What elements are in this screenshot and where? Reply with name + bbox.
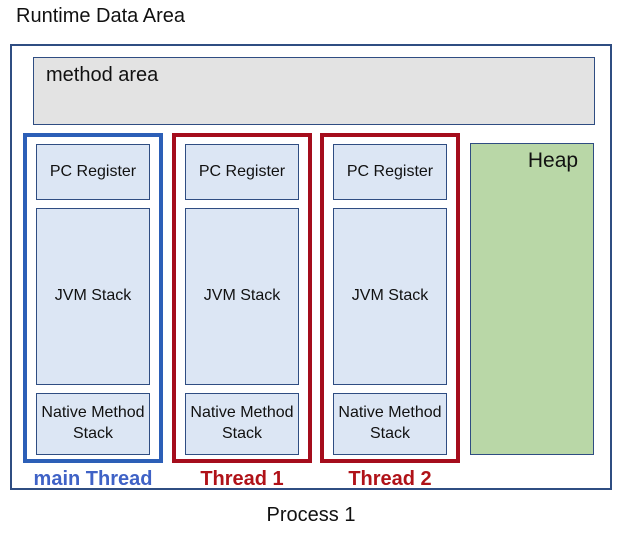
pc-register-label: PC Register	[49, 162, 137, 180]
pc-register-box: PC Register	[36, 144, 150, 200]
thread-1-label: Thread 1	[200, 468, 284, 490]
jvm-stack-box: JVM Stack	[36, 208, 150, 385]
thread-2-label: Thread 2	[348, 468, 432, 490]
pc-register-label: PC Register	[346, 162, 434, 180]
jvm-stack-label: JVM Stack	[203, 287, 281, 305]
native-method-stack-label: Native Method Stack	[41, 404, 145, 442]
thread-2-column: PC Register JVM Stack Native Method Stac…	[320, 133, 460, 463]
main-thread-column: PC Register JVM Stack Native Method Stac…	[23, 133, 163, 463]
pc-register-label: PC Register	[198, 162, 286, 180]
native-method-stack-box: Native Method Stack	[36, 393, 150, 455]
method-area-box: method area	[33, 57, 595, 125]
native-method-stack-box: Native Method Stack	[333, 393, 447, 455]
diagram-title: Runtime Data Area	[16, 5, 185, 27]
jvm-stack-label: JVM Stack	[54, 287, 132, 305]
process-label: Process 1	[266, 504, 356, 526]
jvm-stack-label: JVM Stack	[351, 287, 429, 305]
heap-box: Heap	[470, 143, 594, 455]
heap-label: Heap	[527, 149, 579, 172]
jvm-stack-box: JVM Stack	[185, 208, 299, 385]
native-method-stack-box: Native Method Stack	[185, 393, 299, 455]
process-box: method area PC Register JVM Stack Native…	[10, 44, 612, 490]
pc-register-box: PC Register	[185, 144, 299, 200]
pc-register-box: PC Register	[333, 144, 447, 200]
native-method-stack-label: Native Method Stack	[338, 404, 442, 442]
thread-1-column: PC Register JVM Stack Native Method Stac…	[172, 133, 312, 463]
method-area-label: method area	[46, 64, 159, 86]
native-method-stack-label: Native Method Stack	[190, 404, 294, 442]
jvm-stack-box: JVM Stack	[333, 208, 447, 385]
main-thread-label: main Thread	[33, 468, 153, 490]
